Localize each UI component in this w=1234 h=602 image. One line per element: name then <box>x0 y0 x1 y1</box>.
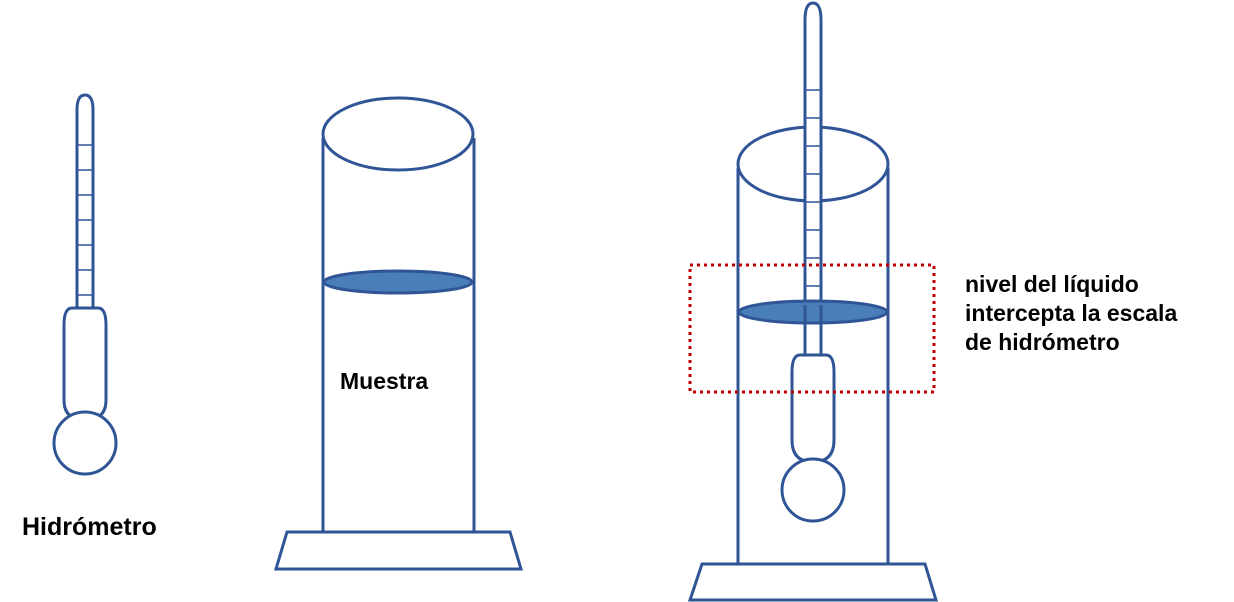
measurement-cylinder <box>687 1 939 602</box>
annotation-line-3: de hidrómetro <box>965 329 1120 355</box>
hydrometer-bulb <box>780 457 846 523</box>
hydrometer-body <box>62 306 108 422</box>
standalone-hydrometer <box>52 93 118 476</box>
annotation-line-1: nivel del líquido <box>965 271 1139 297</box>
hydrometer-scale-ticks <box>77 144 93 296</box>
hydrometer-label: Hidrómetro <box>22 513 157 541</box>
cylinder-top-opening <box>321 96 475 172</box>
highlight-box <box>688 263 936 394</box>
hydrometer-bulb <box>52 410 118 476</box>
sample-label: Muestra <box>340 368 429 394</box>
sample-cylinder <box>273 96 524 571</box>
liquid-surface <box>322 269 474 295</box>
annotation-line-2: intercepta la escala <box>965 300 1178 326</box>
liquid-surface <box>737 299 889 325</box>
hydrometer-stem <box>75 93 95 308</box>
hydrometer-scale-ticks <box>805 89 821 287</box>
hydrometer-body <box>790 353 836 464</box>
cylinder-base <box>687 562 939 602</box>
cylinder-base <box>273 530 524 571</box>
liquid-level-annotation: nivel del líquido intercepta la escala d… <box>965 270 1177 357</box>
hydrometer-stem <box>803 1 823 355</box>
